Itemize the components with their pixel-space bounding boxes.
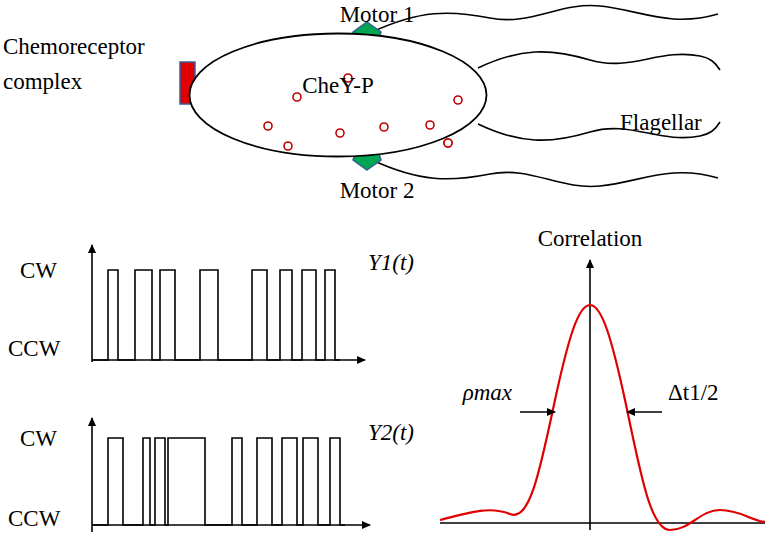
state-label: CCW [8, 506, 60, 532]
cell-outline [190, 34, 487, 157]
axes [92, 245, 765, 532]
axis-label: Correlation [538, 226, 643, 252]
symbol-label: ρmax [463, 380, 512, 406]
cell-body: CheY-P [188, 32, 488, 158]
correlation-curve [440, 305, 765, 530]
state-label: CCW [8, 336, 60, 362]
part-label: Flagellar [620, 110, 702, 136]
signal-trace [92, 270, 340, 360]
state-label: CW [20, 258, 57, 284]
signal-name: Y2(t) [368, 420, 414, 446]
part-label: Chemoreceptor complex [3, 30, 163, 99]
width-arrows [520, 411, 662, 413]
state-label: CW [20, 426, 57, 452]
part-label: Motor 1 [340, 2, 415, 28]
molecule-label: CheY-P [302, 73, 374, 99]
part-label: Motor 2 [340, 178, 415, 204]
symbol-label: Δt1/2 [668, 380, 719, 406]
signal-name: Y1(t) [368, 250, 414, 276]
signal-trace [92, 438, 345, 525]
chey-p-molecules [264, 74, 462, 150]
